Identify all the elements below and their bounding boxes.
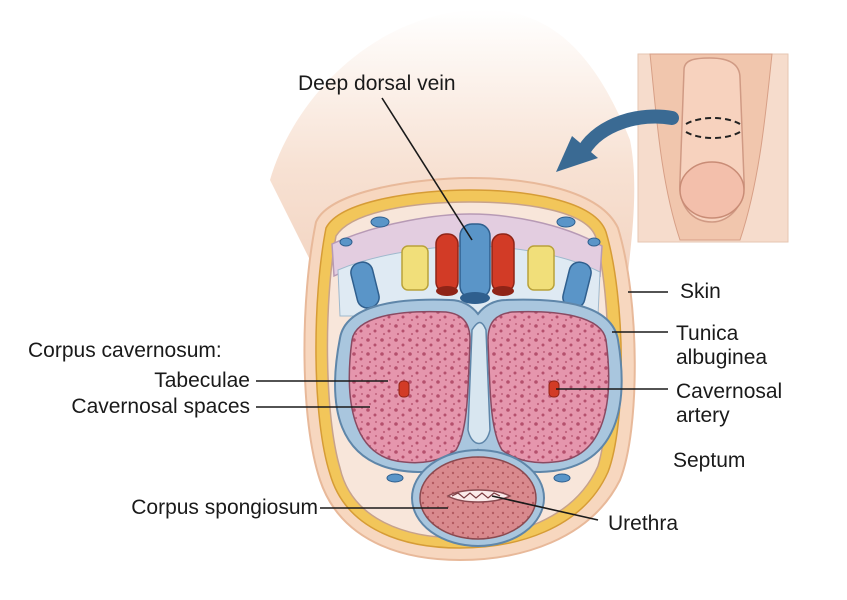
curved-arrow <box>577 109 679 157</box>
corpus-cavernosum-left <box>348 310 471 464</box>
label-tunica-line1: Tunica <box>676 322 739 345</box>
label-cavernosal-artery-line1: Cavernosal <box>676 380 783 403</box>
inset-illustration <box>637 53 789 243</box>
label-tunica-line2: albuginea <box>676 346 768 369</box>
label-urethra: Urethra <box>608 512 679 535</box>
leader-lines <box>256 97 668 521</box>
label-skin: Skin <box>680 280 721 303</box>
label-corpus-cavernosum: Corpus cavernosum: <box>28 339 222 362</box>
label-deep-dorsal-vein: Deep dorsal vein <box>298 72 456 95</box>
dorsal-vessels <box>339 216 601 309</box>
label-tabeculae: Tabeculae <box>154 369 250 392</box>
label-septum: Septum <box>673 449 746 472</box>
label-cavernosal-artery-line2: artery <box>676 404 730 427</box>
cavernosal-artery-left <box>398 380 410 398</box>
septum <box>467 321 491 445</box>
label-cavernosal-spaces: Cavernosal spaces <box>71 395 250 418</box>
label-corpus-spongiosum: Corpus spongiosum <box>131 496 318 519</box>
corpus-cavernosum-right <box>487 310 610 464</box>
